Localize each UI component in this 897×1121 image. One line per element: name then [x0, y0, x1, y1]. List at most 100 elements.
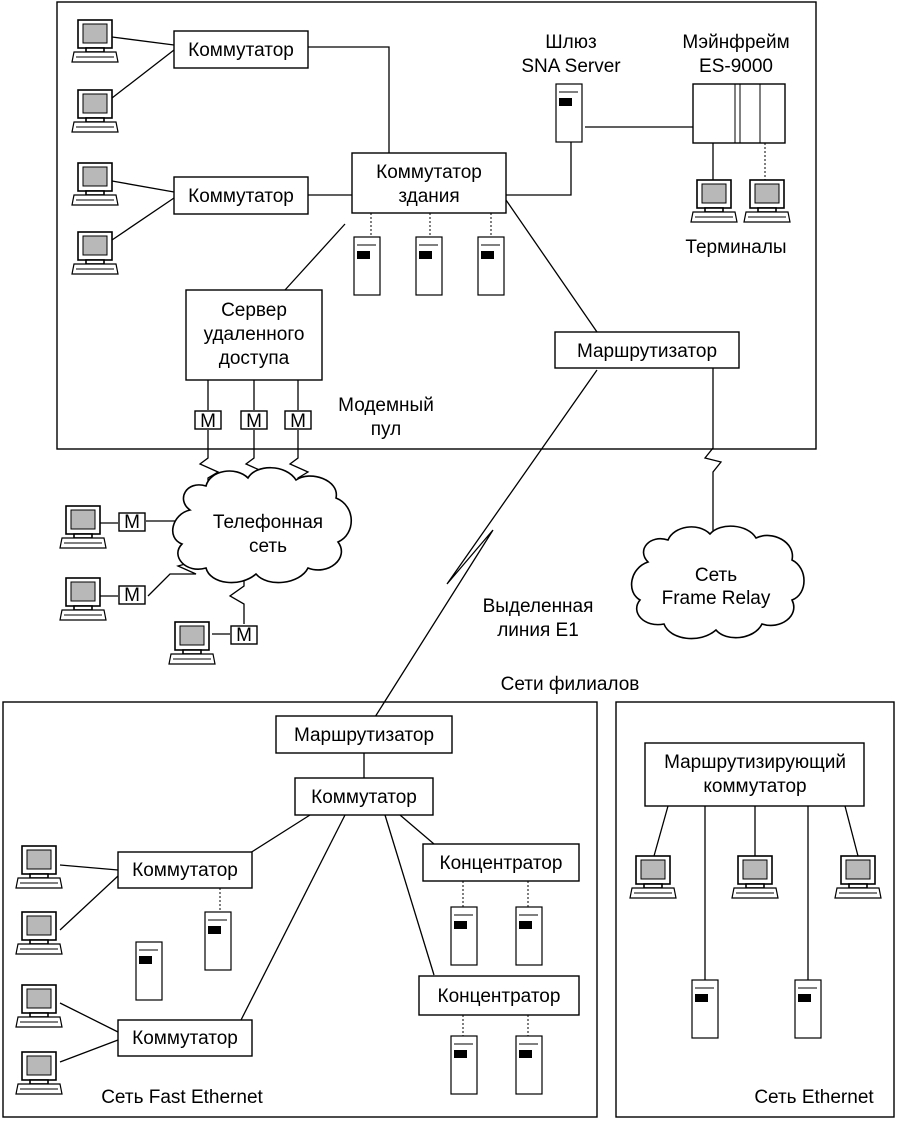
pc-icon — [15, 1051, 63, 1095]
phone-network-label-2: сеть — [249, 536, 287, 557]
server-icon — [515, 906, 543, 966]
sna-gateway: Шлюз SNA Server — [521, 32, 621, 143]
server-icon — [450, 906, 478, 966]
branch-hub-2: Концентратор — [418, 975, 580, 1016]
terminals: Терминалы — [685, 179, 791, 258]
ethernet-branch-frame — [615, 701, 895, 1118]
pc-icon — [731, 855, 779, 899]
fast-ethernet-caption: Сеть Fast Ethernet — [101, 1087, 263, 1108]
frame-relay-cloud: Сеть Frame Relay — [630, 525, 805, 640]
branch-switch-top: Коммутатор — [294, 777, 434, 816]
branches-title: Сети филиалов — [501, 674, 640, 695]
branch-router: Маршрутизатор — [275, 715, 453, 754]
mainframe-label-1: Мэйнфрейм — [682, 32, 789, 53]
modem-icon: M — [284, 410, 312, 432]
terminals-label: Терминалы — [685, 237, 786, 258]
svg-text:M: M — [246, 411, 262, 432]
routing-switch: Маршрутизирующий коммутатор — [644, 742, 865, 807]
leased-line-label-1: Выделенная — [483, 596, 594, 617]
phone-network-label-1: Телефонная — [213, 512, 323, 533]
modem-icon: M — [230, 625, 258, 646]
ethernet-branch-servers — [691, 979, 822, 1039]
switch-1: Коммутатор — [173, 30, 309, 69]
gateway-label-2: SNA Server — [521, 56, 621, 77]
modem-icon: M — [118, 585, 146, 606]
ethernet-caption: Сеть Ethernet — [754, 1087, 874, 1108]
frame-relay-label-1: Сеть — [695, 565, 737, 586]
modem-pool: M M M Модемный пул — [194, 395, 434, 440]
server-icon — [477, 236, 505, 296]
branch-hub-2-label: Концентратор — [438, 986, 561, 1007]
ras-label-1: Сервер — [221, 300, 287, 321]
server-icon — [691, 979, 719, 1039]
gateway-label-1: Шлюз — [545, 32, 596, 53]
branch-router-label: Маршрутизатор — [294, 725, 434, 746]
server-icon — [450, 1035, 478, 1095]
routing-switch-label-2: коммутатор — [703, 776, 806, 797]
branch-hub-1-label: Концентратор — [440, 853, 563, 874]
pc-icon — [15, 845, 63, 889]
fe-branch-pcs — [15, 845, 63, 1095]
ras-label-3: доступа — [219, 348, 290, 369]
ethernet-branch-pcs — [629, 855, 882, 899]
wires — [59, 36, 859, 1063]
branch-switch-left-1: Коммутатор — [117, 851, 253, 889]
server-icon — [515, 1035, 543, 1095]
branch-switch-left-2: Коммутатор — [117, 1019, 253, 1057]
pc-icon — [71, 19, 119, 63]
switch-1-label: Коммутатор — [188, 40, 294, 61]
svg-text:M: M — [200, 411, 216, 432]
svg-text:M: M — [236, 625, 252, 646]
mainframe-label-2: ES-9000 — [699, 56, 773, 77]
fast-ethernet-branch-frame — [2, 701, 598, 1118]
svg-text:M: M — [124, 585, 140, 606]
remote-access-server: Сервер удаленного доступа — [185, 289, 323, 381]
pc-icon — [15, 984, 63, 1028]
building-switch: Коммутатор здания — [351, 152, 507, 214]
main-office-frame — [56, 1, 817, 450]
branch-switch-left-1-label: Коммутатор — [132, 860, 238, 881]
phone-network-cloud: Телефонная сеть — [171, 467, 352, 584]
main-router-label: Маршрутизатор — [577, 341, 717, 362]
building-switch-label-2: здания — [398, 186, 459, 207]
leased-line-label-2: линия E1 — [497, 620, 579, 641]
pc-icon — [834, 855, 882, 899]
branch-switch-top-label: Коммутатор — [311, 787, 417, 808]
gateway-server-icon — [555, 83, 583, 143]
ras-label-2: удаленного — [204, 324, 305, 345]
modem-icon: M — [194, 410, 222, 432]
building-switch-label-1: Коммутатор — [376, 162, 482, 183]
terminal-icon — [690, 179, 738, 223]
pc-icon — [59, 505, 107, 549]
main-office-pcs — [71, 19, 119, 275]
frame-relay-label-2: Frame Relay — [662, 588, 771, 609]
pc-icon — [168, 621, 216, 665]
pc-icon — [71, 231, 119, 275]
modem-pool-label-1: Модемный — [338, 395, 434, 416]
server-icon — [204, 911, 232, 971]
modem-icon: M — [118, 512, 146, 533]
routing-switch-label-1: Маршрутизирующий — [664, 752, 846, 773]
modem-pool-label-2: пул — [371, 419, 401, 440]
pc-icon — [71, 89, 119, 133]
pc-icon — [71, 162, 119, 206]
server-icon — [794, 979, 822, 1039]
dialup-users: M M M — [59, 505, 258, 665]
modem-icon: M — [240, 410, 268, 432]
branch-switch-left-2-label: Коммутатор — [132, 1028, 238, 1049]
server-icon — [135, 941, 163, 1001]
server-icon — [415, 236, 443, 296]
svg-text:M: M — [124, 512, 140, 533]
server-icon — [353, 236, 381, 296]
svg-text:M: M — [290, 411, 306, 432]
terminal-icon — [743, 179, 791, 223]
switch-2-label: Коммутатор — [188, 186, 294, 207]
mainframe-icon — [692, 83, 786, 144]
branch-hub-1: Концентратор — [422, 843, 580, 882]
pc-icon — [59, 577, 107, 621]
main-router: Маршрутизатор — [554, 331, 740, 369]
building-servers — [353, 236, 505, 296]
pc-icon — [629, 855, 677, 899]
switch-2: Коммутатор — [173, 176, 309, 215]
